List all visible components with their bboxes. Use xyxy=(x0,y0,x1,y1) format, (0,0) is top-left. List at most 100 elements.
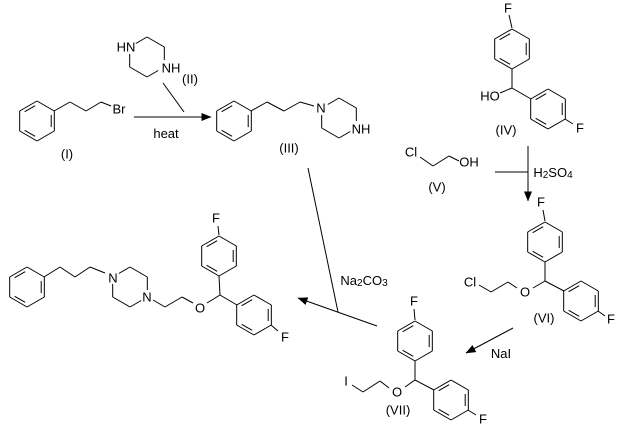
arrow-nai xyxy=(465,327,514,354)
arrow-na2co3 xyxy=(297,297,378,327)
benzene-vi-bottom xyxy=(563,280,599,322)
double-bond-inner xyxy=(14,271,26,279)
double-bond-inner xyxy=(241,299,253,307)
ring-edge xyxy=(9,296,28,308)
double-bond-inner xyxy=(532,226,544,234)
bond xyxy=(43,266,61,278)
ring-edge xyxy=(563,280,582,292)
reagent-label-na2co3: Na2CO3 xyxy=(340,273,388,289)
double-bond-inner xyxy=(568,285,580,293)
double-bond-inner xyxy=(532,250,544,258)
bond xyxy=(564,118,574,125)
compound-label-7: (VII) xyxy=(386,403,411,418)
atom-label-f: F xyxy=(504,1,512,16)
bond xyxy=(250,101,268,112)
ring-edge xyxy=(580,280,599,292)
atom-label-nh: NH xyxy=(162,61,181,76)
compound-label-1: (I) xyxy=(61,147,73,162)
bond xyxy=(85,101,102,112)
ring-edge xyxy=(547,118,566,130)
ring-edge xyxy=(129,266,148,278)
atom-label-oh: OH xyxy=(459,155,479,170)
double-bond-inner xyxy=(206,240,218,248)
bond xyxy=(379,380,390,389)
double-bond-inner xyxy=(568,309,580,317)
ring-edge xyxy=(544,221,563,233)
benzene-compound-iii xyxy=(216,100,252,142)
double-bond-inner xyxy=(221,105,233,113)
benzene-compound-i xyxy=(19,100,55,142)
bond xyxy=(499,87,513,94)
bond xyxy=(152,299,166,308)
benzene-product-phenyl xyxy=(9,266,45,308)
ring-structures xyxy=(9,28,599,421)
ring-edge xyxy=(146,70,159,78)
atom-label-o: O xyxy=(392,385,402,400)
bond xyxy=(467,409,477,416)
bond xyxy=(181,296,194,304)
ring-edge xyxy=(450,379,469,391)
ring-edge xyxy=(338,97,357,109)
double-bond-inner xyxy=(402,349,414,357)
ring-edge xyxy=(527,251,546,263)
ring-edge xyxy=(547,88,566,100)
ring-edge xyxy=(494,58,513,70)
double-bond-inner xyxy=(206,264,218,272)
atom-label-cl: Cl xyxy=(405,145,417,160)
piperazine-compound-iii xyxy=(321,97,357,139)
ring-edge xyxy=(253,324,272,336)
ring-edge xyxy=(118,266,131,274)
ring-edge xyxy=(327,97,340,105)
ring-edge xyxy=(530,88,549,100)
double-bond-inner xyxy=(438,408,450,416)
atom-label-n: N xyxy=(108,271,117,286)
atom-label-f: F xyxy=(537,195,545,210)
atom-label-f: F xyxy=(410,294,418,309)
benzene-product-bottom xyxy=(236,294,272,336)
double-bond-inner xyxy=(24,105,36,113)
atom-label-f: F xyxy=(479,412,487,427)
ring-edge xyxy=(511,58,530,70)
ring-edge xyxy=(253,294,272,306)
bond xyxy=(53,101,71,112)
reagent-label-h2so4: H2SO4 xyxy=(533,165,573,181)
ring-edge xyxy=(236,294,255,306)
double-bond-inner xyxy=(14,295,26,303)
ring-edge xyxy=(494,28,513,40)
ring-edge xyxy=(112,296,131,308)
bond xyxy=(362,380,381,393)
ring-edge xyxy=(233,130,252,142)
atom-label-o: O xyxy=(520,285,530,300)
reagent-label-heat: heat xyxy=(153,126,179,141)
bond-lines xyxy=(43,14,606,416)
ring-edge xyxy=(321,127,340,139)
compound-label-3: (III) xyxy=(279,141,299,156)
ring-edge xyxy=(233,100,252,112)
compound-label-5: (V) xyxy=(428,180,445,195)
ring-edge xyxy=(397,350,416,362)
bond xyxy=(478,284,492,293)
ring-edge xyxy=(201,265,220,277)
double-bond-inner xyxy=(535,117,547,125)
bond xyxy=(283,101,301,112)
benzene-vi-top xyxy=(527,221,563,263)
bond xyxy=(544,280,565,292)
benzene-iv-top xyxy=(494,28,530,70)
compound-label-2: (II) xyxy=(182,72,198,87)
piperazine-compound-ii xyxy=(129,36,165,78)
ring-edge xyxy=(216,130,235,142)
benzene-vii-bottom xyxy=(433,379,469,421)
bond xyxy=(490,281,509,293)
atom-label-f: F xyxy=(576,121,584,136)
atom-label-i: I xyxy=(344,374,348,389)
bond xyxy=(532,280,546,289)
atom-label-o: O xyxy=(195,301,205,316)
bond xyxy=(206,294,221,304)
ring-edge xyxy=(530,118,549,130)
ring-edge xyxy=(544,251,563,263)
bond xyxy=(511,87,532,100)
atom-label-f: F xyxy=(281,330,289,345)
double-bond-inner xyxy=(499,57,511,65)
